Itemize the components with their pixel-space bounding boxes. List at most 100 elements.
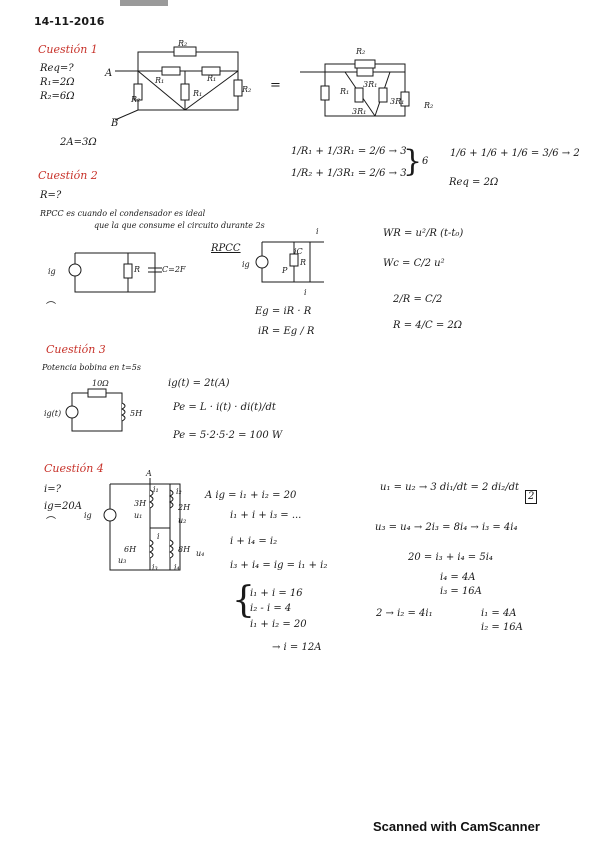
- q4-label-u3: u₃: [118, 556, 127, 565]
- q1-eq-label-r2: R₂: [356, 47, 366, 56]
- q1-eq-label-3r1-a: 3R₁: [363, 80, 378, 89]
- q1-given-0: Req=?: [40, 63, 74, 74]
- q1-calc-0: 1/R₁ + 1/3R₁ = 2/6 → 3: [291, 146, 407, 157]
- q4-right-3: 20 = i₃ + i₄ = 5i₄: [408, 552, 493, 563]
- q3-title: Cuestión 3: [46, 343, 106, 356]
- q1-node-a: A: [105, 68, 113, 79]
- q2-eg-1: iR = Eg / R: [258, 326, 315, 337]
- q4-label-i: i: [157, 532, 160, 541]
- q1-eq-label-r2-b: R₂: [424, 101, 434, 110]
- q2-eg-0: Eg = iR · R: [255, 306, 312, 317]
- q4-system-1: i₂ - i = 4: [250, 603, 292, 614]
- q1-result: Req = 2Ω: [449, 177, 499, 188]
- q2-rpcc-i2: i: [304, 288, 307, 297]
- q4-label-i2: i₂: [176, 487, 182, 496]
- q2-label-resistor: R: [134, 265, 141, 274]
- q1-label-r2-top: R₂: [178, 39, 188, 48]
- q1-label-r1-c: R₁: [207, 74, 217, 83]
- q1-given-2: R₂=6Ω: [40, 91, 75, 102]
- q4-label-node: A: [146, 469, 152, 478]
- q4-right-1: 2: [525, 490, 538, 504]
- q4-eq-0: A ig = i₁ + i₂ = 20: [205, 490, 297, 501]
- q4-label-l4: 8H: [178, 545, 191, 554]
- q2-rpcc-title: RPCC: [211, 243, 241, 254]
- q1-calc-bracket: 6: [422, 156, 429, 167]
- q1-title: Cuestión 1: [38, 43, 98, 56]
- q3-line: Potencia bobina en t=5s: [42, 363, 141, 372]
- q2-formula-2: 2/R = C/2: [393, 294, 443, 305]
- q4-right-5: i₃ = 16A: [440, 586, 482, 597]
- q1-label-r1-a: R₁: [155, 76, 165, 85]
- q1-bracket: }: [403, 144, 423, 179]
- q1-given-1: R₁=2Ω: [40, 77, 75, 88]
- q4-answer: → i = 12A: [272, 642, 322, 653]
- q2-rpcc-circuit: [250, 236, 330, 286]
- q3-label-resistor: 10Ω: [92, 379, 109, 388]
- q4-label-source: ig: [84, 511, 92, 520]
- q1-eq-label-3r1-c: 3R₁: [390, 97, 405, 106]
- q4-label-i4: i₄: [174, 563, 180, 572]
- q2-line-0: R=?: [40, 190, 62, 201]
- scanner-watermark: Scanned with CamScanner: [373, 819, 540, 834]
- q4-label-i1: i₁: [153, 485, 159, 494]
- q4-circuit: [100, 470, 200, 580]
- q4-right-8: i₂ = 16A: [481, 622, 523, 633]
- q1-label-r2-right: R₂: [242, 85, 252, 94]
- q4-system-brace: {: [232, 580, 255, 621]
- q1-label-r1-b: R₁: [193, 89, 203, 98]
- q4-eq-3: i₃ + i₄ = ig = i₁ + i₂: [230, 560, 328, 571]
- q4-title: Cuestión 4: [44, 462, 104, 475]
- q3-formula-1: Pe = L · i(t) · di(t)/dt: [173, 402, 276, 413]
- q2-circuit: [60, 248, 170, 298]
- q2-formula-3: R = 4/C = 2Ω: [393, 320, 463, 331]
- q2-rpcc-r: R: [300, 258, 307, 267]
- pen-mark-icon: ⌒: [46, 302, 56, 313]
- q4-system-2: i₁ + i₂ = 20: [250, 619, 307, 630]
- q4-right-6: 2 → i₂ = 4i₁: [376, 608, 433, 619]
- pen-mark-icon: ⌒: [46, 517, 56, 528]
- q4-given-0: i=?: [44, 484, 61, 495]
- q2-label-source: ig: [48, 267, 56, 276]
- date: 14-11-2016: [34, 15, 105, 28]
- q4-label-u2: u₂: [178, 516, 187, 525]
- q4-eq-1: i₁ + i + i₃ = ...: [230, 510, 302, 521]
- q4-label-u1: u₁: [134, 511, 143, 520]
- q3-formula-2: Pe = 5·2·5·2 = 100 W: [173, 430, 283, 441]
- q4-system-0: i₁ + i = 16: [250, 588, 303, 599]
- q2-line-1: RPCC es cuando el condensador es ideal: [40, 209, 206, 218]
- q2-title: Cuestión 2: [38, 169, 98, 182]
- q4-right-2: u₃ = u₄ → 2i₃ = 8i₄ → i₃ = 4i₄: [375, 522, 518, 533]
- q1-equals: =: [270, 78, 281, 93]
- q4-right-0: u₁ = u₂ → 3 di₁/dt = 2 di₂/dt: [380, 482, 519, 493]
- q3-label-source: ig(t): [44, 409, 62, 418]
- q4-label-l3: 6H: [124, 545, 137, 554]
- q3-circuit: [60, 385, 140, 440]
- q2-line-2: que la que consume el circuito durante 2…: [94, 221, 265, 230]
- q3-formula-0: ig(t) = 2t(A): [168, 378, 230, 389]
- q4-label-l2: 2H: [178, 503, 191, 512]
- q4-right-4: i₄ = 4A: [440, 572, 476, 583]
- q2-rpcc-ic: iC: [294, 247, 303, 256]
- q2-formula-1: Wc = C/2 u²: [383, 258, 445, 269]
- q2-rpcc-p: P: [282, 266, 288, 275]
- q1-eq-label-r1: R₁: [340, 87, 350, 96]
- q2-label-cap: C=2F: [162, 265, 186, 274]
- q4-label-u4: u₄: [196, 549, 205, 558]
- q1-result-left: 2A=3Ω: [60, 137, 97, 148]
- q4-right-7: i₁ = 4A: [481, 608, 517, 619]
- scan-edge: [120, 0, 168, 6]
- q2-formula-0: WR = u²/R (t-t₀): [383, 228, 464, 239]
- q1-calc-right: 1/6 + 1/6 + 1/6 = 3/6 → 2: [450, 148, 580, 159]
- q3-label-inductor: 5H: [130, 409, 143, 418]
- q1-eq-label-3r1-b: 3R₁: [352, 107, 367, 116]
- q1-label-r2-left: R₂: [131, 95, 141, 104]
- q1-node-b: B: [111, 118, 119, 129]
- q1-calc-1: 1/R₂ + 1/3R₁ = 2/6 → 3: [291, 168, 407, 179]
- q1-circuit-original: [110, 38, 265, 126]
- q4-label-l1: 3H: [134, 499, 147, 508]
- q4-label-i3: i₃: [152, 563, 158, 572]
- q2-rpcc-source: ig: [242, 260, 250, 269]
- q1-circuit-equivalent: [295, 54, 435, 124]
- q4-given-1: ig=20A: [44, 501, 82, 512]
